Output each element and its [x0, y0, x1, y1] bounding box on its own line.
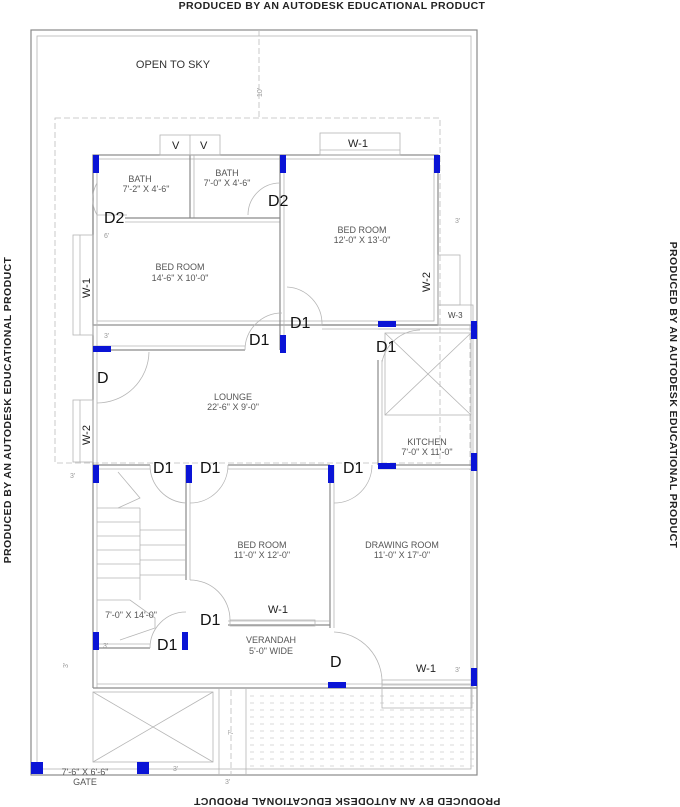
- verandah-name: VERANDAH: [246, 635, 296, 645]
- door-label-d1-verandah: D1: [200, 612, 221, 629]
- window-label-w1-bedroom: W-1: [268, 604, 288, 616]
- interior-walls: [93, 155, 477, 649]
- dimension-10ft: 10': [257, 88, 264, 97]
- kitchen-shaft: [384, 332, 472, 416]
- bedroom-nw-size: 14'-6" X 10'-0": [152, 273, 209, 283]
- window-label-w1-left: W-1: [81, 278, 93, 298]
- dimension-3ft-left-window: 3': [104, 333, 109, 340]
- door-label-d2-bath2: D2: [268, 193, 289, 210]
- bath2-name: BATH: [215, 168, 238, 178]
- dimension-3ft-lounge: 3': [70, 473, 75, 480]
- dimension-3ft-stair: 3': [63, 663, 70, 668]
- column-13: [93, 632, 99, 650]
- window-label-w2-left: W-2: [81, 425, 93, 445]
- construction-lines: [54, 30, 471, 775]
- drawing-room-name: DRAWING ROOM: [365, 540, 439, 550]
- lounge-size: 22'-6" X 9'-0": [207, 402, 259, 412]
- dimension-3ft-drawing: 3': [455, 667, 460, 674]
- column-1: [93, 155, 99, 173]
- gate-name: GATE: [73, 777, 97, 787]
- staircase: [97, 471, 186, 641]
- dimension-6ft: 6': [104, 233, 109, 240]
- door-label-d1-bedroom-ne: D1: [290, 315, 311, 332]
- bath1-size: 7'-2" X 4'-6": [123, 184, 170, 194]
- column-17: [31, 762, 43, 774]
- watermark-left: PRODUCED BY AN AUTODESK EDUCATIONAL PROD…: [2, 256, 14, 563]
- window-label-w1-top: W-1: [348, 138, 368, 150]
- verandah-size: 5'-0" WIDE: [249, 646, 293, 656]
- column-8: [93, 465, 99, 483]
- door-label-d1-bedroom-nw: D1: [249, 332, 270, 349]
- dimension-3ft-gate: 3': [173, 766, 178, 773]
- column-9: [186, 465, 192, 483]
- door-label-d1-stair: D1: [153, 460, 174, 477]
- door-label-d2-bath: D2: [104, 210, 125, 227]
- columns: [31, 155, 477, 774]
- column-12: [471, 453, 477, 471]
- window-label-v1: V: [172, 140, 180, 152]
- bath1-name: BATH: [128, 174, 151, 184]
- column-10: [328, 465, 334, 483]
- window-label-w3: W-3: [448, 311, 463, 320]
- column-16: [471, 668, 477, 686]
- door-swings: [92, 181, 421, 685]
- door-label-d1-stair-bottom: D1: [157, 637, 178, 654]
- drawing-room-size: 11'-0" X 17'-0": [374, 550, 430, 560]
- door-label-d-entrance: D: [97, 370, 109, 387]
- column-6: [378, 321, 396, 327]
- watermark-bottom: PRODUCED BY AN AUTODESK EDUCATIONAL PROD…: [193, 795, 500, 807]
- gate-area: [92, 688, 247, 775]
- lounge-name: LOUNGE: [214, 392, 252, 402]
- window-label-v2: V: [200, 140, 208, 152]
- gate-size: 7'-6" X 6'-6": [62, 767, 109, 777]
- dimension-3ft-bottom: 3': [225, 779, 230, 786]
- bedroom-s-size: 11'-0" X 12'-0": [234, 550, 290, 560]
- column-3: [434, 155, 440, 173]
- window-label-w2-right: W-2: [421, 272, 433, 292]
- column-15: [328, 682, 346, 688]
- dimension-3ft-right: 3': [455, 218, 460, 225]
- column-18: [137, 762, 149, 774]
- bath2-size: 7'-0" X 4'-6": [204, 178, 251, 188]
- column-5: [280, 335, 286, 353]
- kitchen-name: KITCHEN: [407, 437, 447, 447]
- windows: [72, 132, 474, 709]
- open-to-sky-label: OPEN TO SKY: [136, 59, 211, 71]
- dimension-7ft: 7': [228, 730, 235, 735]
- bedroom-nw-name: BED ROOM: [155, 262, 204, 272]
- column-11: [378, 463, 396, 469]
- stair-size: 7'-0" X 14'-0": [105, 610, 157, 620]
- bedroom-ne-name: BED ROOM: [337, 225, 386, 235]
- door-label-d1-kitchen: D1: [376, 339, 397, 356]
- window-label-w1-drawing: W-1: [416, 663, 436, 675]
- column-2: [280, 155, 286, 173]
- kitchen-size: 7'-0" X 11'-0": [401, 447, 452, 457]
- door-label-d-drawing: D: [330, 654, 342, 671]
- column-14: [182, 632, 188, 650]
- door-label-d1-drawing: D1: [343, 460, 364, 477]
- bedroom-ne-size: 12'-0" X 13'-0": [334, 235, 391, 245]
- hatched-area: [250, 695, 474, 767]
- column-7: [471, 321, 477, 339]
- watermark-top: PRODUCED BY AN AUTODESK EDUCATIONAL PROD…: [179, 0, 486, 12]
- bedroom-s-name: BED ROOM: [237, 540, 286, 550]
- door-label-d1-bedroom-s: D1: [200, 460, 221, 477]
- watermark-right: PRODUCED BY AN AUTODESK EDUCATIONAL PROD…: [667, 242, 679, 549]
- column-4: [93, 346, 111, 352]
- dimension-3ft-stair-bottom: 3': [103, 643, 108, 650]
